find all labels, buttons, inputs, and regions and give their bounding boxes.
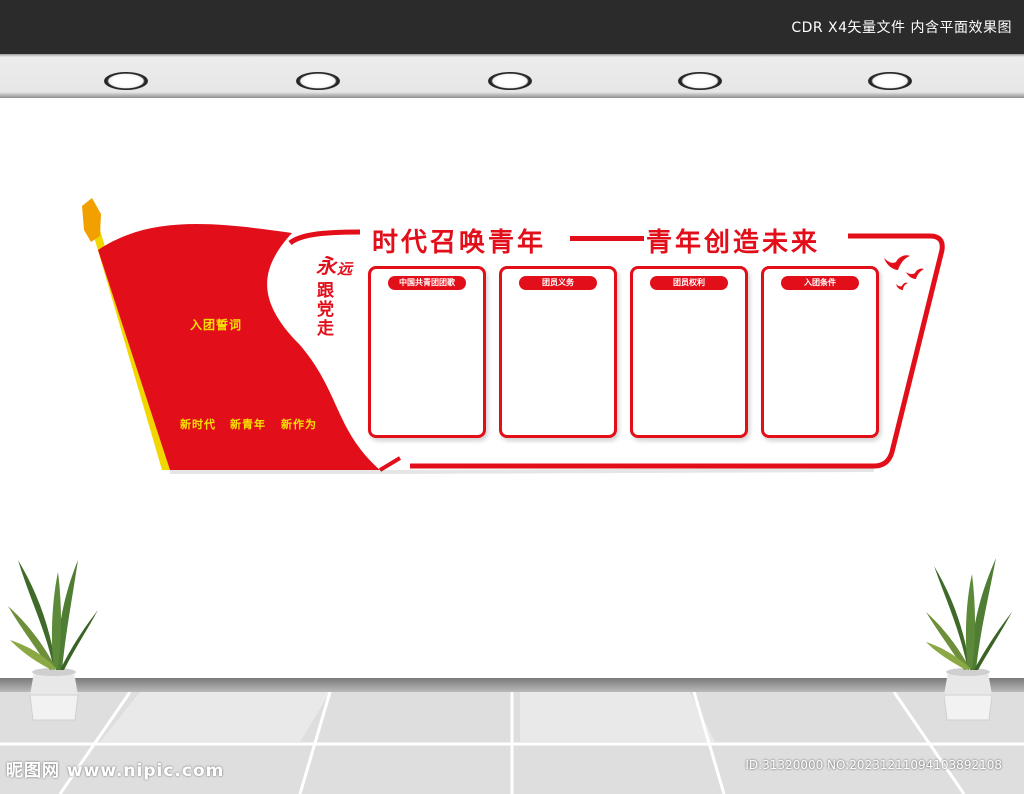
flag-spear-tip xyxy=(82,198,101,242)
script-char: 永 xyxy=(316,254,336,278)
panel-league-song: 中国共青团团歌 xyxy=(368,266,486,438)
bird-icon xyxy=(884,255,910,270)
panel-label: 入团条件 xyxy=(781,276,859,290)
ceiling-light xyxy=(678,72,722,90)
slogan-3: 新作为 xyxy=(281,418,317,431)
oath-title: 入团誓词 xyxy=(190,318,243,332)
ceiling-light xyxy=(488,72,532,90)
frame-line-right xyxy=(410,233,945,469)
headline-right: 青年创造未来 xyxy=(646,228,821,258)
bird-icon xyxy=(896,282,908,290)
panel-label: 中国共青团团歌 xyxy=(388,276,466,290)
panel-admission-conditions: 入团条件 xyxy=(761,266,879,438)
watermark-id: ID:31320000 NO:20231211094103892108 xyxy=(745,758,1002,772)
panel-label: 团员义务 xyxy=(519,276,597,290)
baseboard xyxy=(0,678,1024,692)
script-char: 跟 xyxy=(317,281,334,301)
script-char: 党 xyxy=(317,300,334,320)
slogan-2: 新青年 xyxy=(230,418,266,431)
ceiling-light xyxy=(104,72,148,90)
panel-member-duties: 团员义务 xyxy=(499,266,617,438)
watermark-logo: 昵图网 www.nipic.com xyxy=(6,761,225,781)
potted-plant-right xyxy=(926,558,1012,721)
script-char: 走 xyxy=(317,319,334,339)
headline-divider xyxy=(570,236,644,241)
ceiling-light xyxy=(296,72,340,90)
floor xyxy=(0,692,1024,794)
potted-plant-left xyxy=(8,560,98,721)
file-format-label: CDR X4矢量文件 内含平面效果图 xyxy=(791,20,1012,36)
script-char: 远 xyxy=(337,260,353,278)
panel-member-rights: 团员权利 xyxy=(630,266,748,438)
headline-left: 时代召唤青年 xyxy=(372,228,547,258)
panel-label: 团员权利 xyxy=(650,276,728,290)
ceiling-light xyxy=(868,72,912,90)
frame-line-top-left xyxy=(288,229,361,246)
bird-icon xyxy=(906,268,924,279)
top-bar: CDR X4矢量文件 内含平面效果图 xyxy=(0,0,1024,54)
red-flag xyxy=(98,224,380,470)
floor-tiles xyxy=(0,692,1024,794)
slogan-1: 新时代 xyxy=(180,418,216,431)
